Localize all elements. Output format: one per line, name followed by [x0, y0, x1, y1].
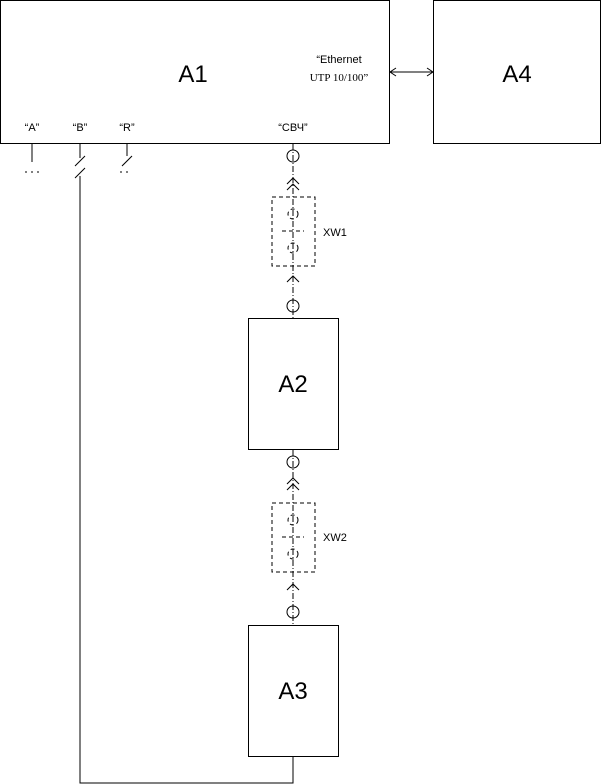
xw2-label: XW2	[323, 532, 347, 544]
port-a-label: “A”	[25, 122, 40, 134]
port-a-stub	[25, 144, 39, 173]
block-a3-label: A3	[278, 678, 307, 705]
block-a2: A2	[248, 318, 339, 450]
connector-xw2: XW2	[271, 502, 347, 573]
coax-a2-a3	[286, 450, 300, 625]
port-b-label: “B”	[73, 122, 88, 134]
port-r-label: “R”	[119, 122, 135, 134]
block-a2-label: A2	[278, 371, 307, 398]
port-svch-label: “СВЧ”	[278, 122, 308, 134]
coax-svch-a1-a2	[286, 144, 300, 318]
port-b-wire	[74, 144, 294, 784]
block-a4-label: A4	[502, 61, 531, 88]
block-a3: A3	[248, 625, 339, 757]
ethernet-label-line1: “Ethernet	[316, 54, 361, 66]
block-a4: A4	[433, 0, 601, 144]
ethernet-label-line2: UTP 10/100”	[310, 72, 369, 84]
port-r-stub	[120, 144, 133, 173]
block-a1: A1 “A” “B” “R” “СВЧ” “Ethernet UTP 10/10…	[0, 0, 390, 144]
connector-xw1: XW1	[271, 196, 347, 267]
xw1-label: XW1	[323, 227, 347, 239]
block-a1-label: A1	[178, 61, 207, 88]
ethernet-link	[389, 67, 434, 77]
